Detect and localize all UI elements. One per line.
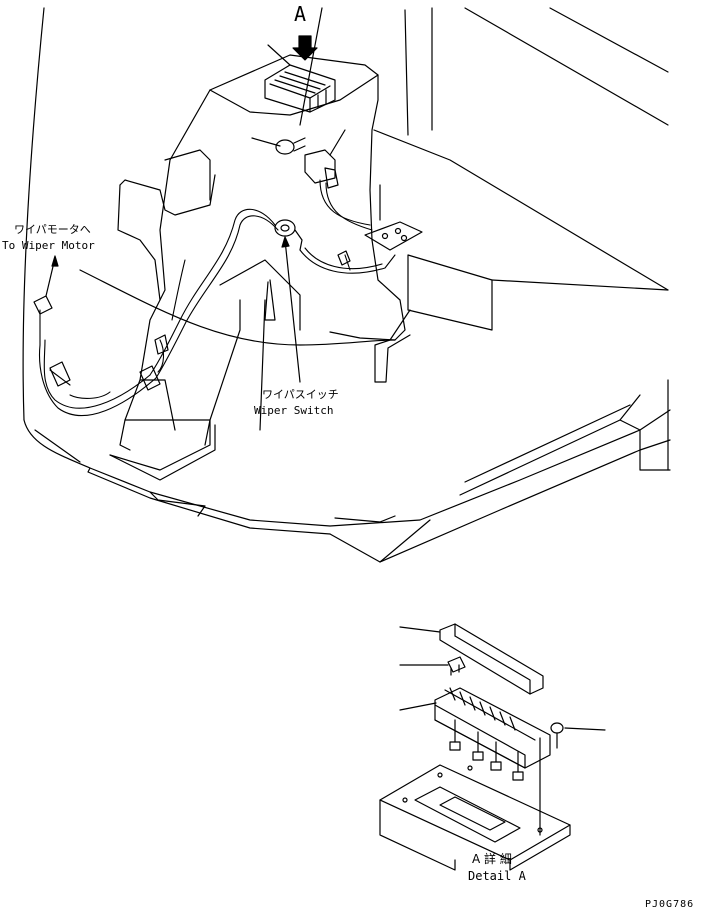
wiper-switch-body [274,219,303,251]
leader-line [299,7,323,126]
fuse-box-main [264,64,336,113]
detail-leaders [399,626,606,731]
to-wiper-motor-ja: ワイパモータへ [14,223,91,236]
view-marker-label: A [294,2,307,26]
drawing-code: PJ0G786 [645,899,695,910]
leader-line [267,44,291,66]
wiper-switch-en: Wiper Switch [254,404,334,417]
bolt-main [275,137,306,155]
side-console [373,129,669,471]
harness-connectors [33,250,351,391]
view-arrow [292,35,318,61]
motor-leader [45,255,59,297]
to-wiper-motor-en: To Wiper Motor [2,239,95,252]
detail-a-ja: A 詳 細 [472,852,512,866]
wiper-switch-ja: ワイパスイッチ [262,388,339,401]
control-column [109,54,406,481]
cab-frame [22,7,669,421]
harness-plate [364,221,423,251]
leader-line [251,137,281,147]
wiring-harness [39,179,396,417]
switch-leader-arrowhead [281,236,290,248]
relay-connector [304,149,339,189]
detail-a-assembly [379,623,571,871]
detail-a-en: Detail A [468,869,526,883]
cab-edge-line [79,269,396,346]
leader-line [329,129,346,156]
switch-leader [284,239,301,383]
floor-plate [23,394,671,563]
